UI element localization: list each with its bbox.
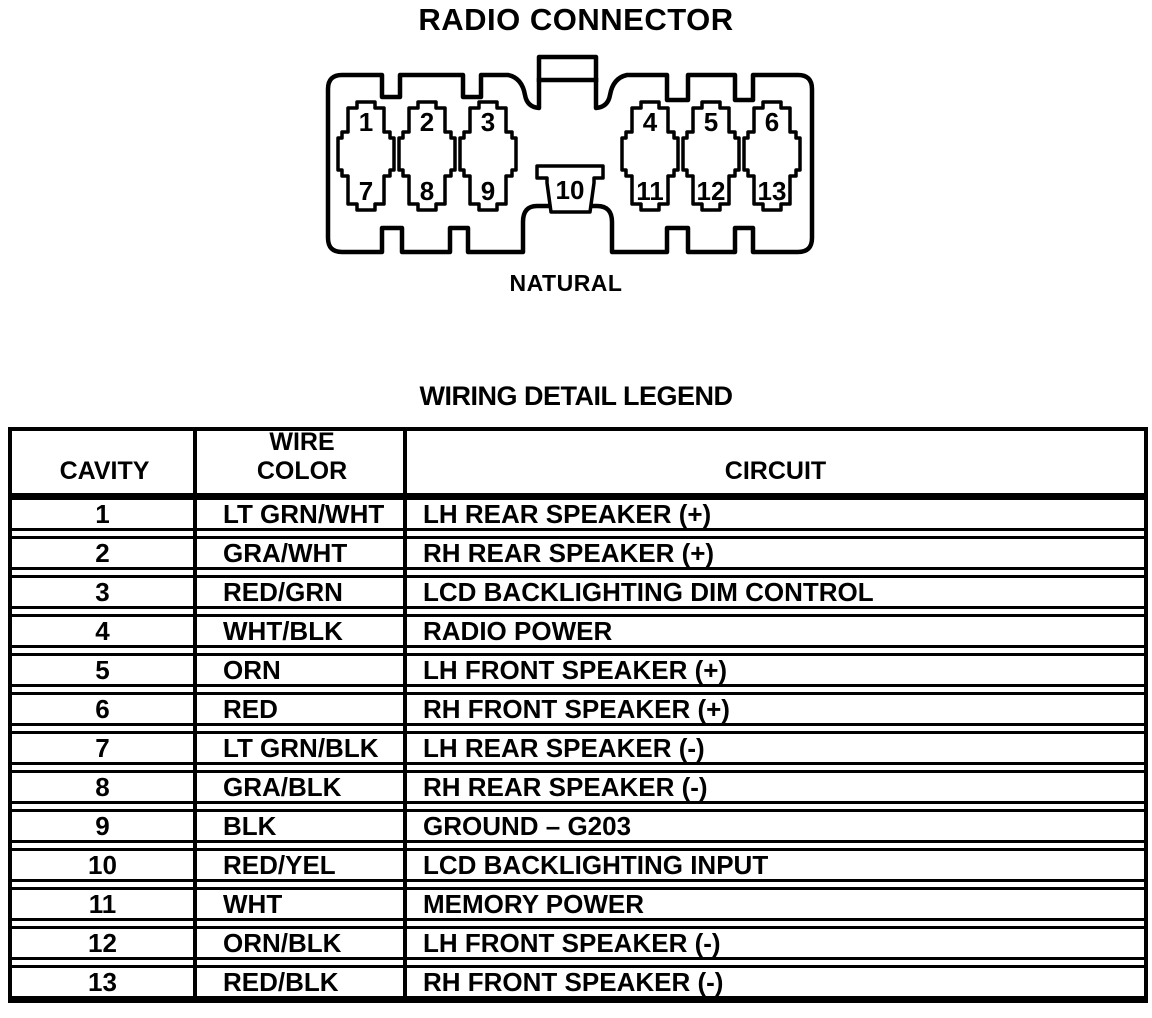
circuit-cell: LH FRONT SPEAKER (-) [423,928,721,958]
table-row: 2 GRA/WHT RH REAR SPEAKER (+) [12,536,1144,570]
wiring-legend-table: CAVITY WIRE COLOR CIRCUIT 1 LT GRN/WHT LH … [8,427,1148,1003]
pin-number-top: 6 [765,107,779,137]
table-row: 6 RED RH FRONT SPEAKER (+) [12,692,1144,726]
pin-cavity-shape [620,100,680,212]
pin-number-bottom: 7 [359,176,373,206]
wire-color-cell: ORN/BLK [223,928,342,958]
circuit-cell: MEMORY POWER [423,889,645,919]
table-row: 10 RED/YEL LCD BACKLIGHTING INPUT [12,848,1144,882]
table-header-row: CAVITY WIRE COLOR CIRCUIT [12,428,1144,497]
wire-color-cell: GRA/WHT [223,538,348,568]
circuit-cell: GROUND – G203 [423,811,632,841]
pin-cavity-shape [397,100,457,212]
cavity-cell: 7 [95,733,110,763]
header-circuit: CIRCUIT [724,457,827,485]
wire-color-cell: LT GRN/BLK [223,733,379,763]
circuit-cell: RH REAR SPEAKER (+) [423,538,715,568]
cavity-cell: 5 [95,655,110,685]
cavity-cell: 9 [95,811,110,841]
table-row: 8 GRA/BLK RH REAR SPEAKER (-) [12,770,1144,804]
wire-color-cell: RED/GRN [223,577,343,607]
wire-color-cell: WHT [223,889,283,919]
pin-number-top: 3 [481,107,495,137]
radio-connector-diagram: 10 1 7 2 8 3 9 4 11 5 12 6 13 [325,54,815,255]
table-row: 12 ORN/BLK LH FRONT SPEAKER (-) [12,926,1144,960]
wire-color-cell: BLK [223,811,277,841]
pin-number-top: 2 [420,107,434,137]
cavity-cell: 12 [88,928,117,958]
wire-color-cell: RED/YEL [223,850,336,880]
cavity-cell: 2 [95,538,110,568]
wire-color-cell: RED/BLK [223,967,339,997]
pin-number-bottom: 8 [420,176,434,206]
table-row: 4 WHT/BLK RADIO POWER [12,614,1144,648]
cavity-cell: 4 [95,616,110,646]
pin-number-bottom: 13 [758,176,787,206]
circuit-cell: RH FRONT SPEAKER (-) [423,967,724,997]
pin-number-bottom: 11 [636,176,664,206]
circuit-cell: RH REAR SPEAKER (-) [423,772,708,802]
circuit-cell: LH REAR SPEAKER (-) [423,733,705,763]
table-row: 7 LT GRN/BLK LH REAR SPEAKER (-) [12,731,1144,765]
pin-number-top: 1 [359,107,373,137]
table-body: 1 LT GRN/WHT LH REAR SPEAKER (+) 2 GRA/WHT RH… [12,497,1144,999]
wire-color-cell: GRA/BLK [223,772,342,802]
cavity-cell: 13 [88,967,117,997]
connector-housing-outline [325,54,815,255]
cavity-cell: 11 [88,889,117,919]
table-row: 9 BLK GROUND – G203 [12,809,1144,843]
circuit-cell: LCD BACKLIGHTING DIM CONTROL [423,577,874,607]
cavity-cell: 3 [95,577,110,607]
page-title: RADIO CONNECTOR [418,2,734,37]
pin-cavity-shape [681,100,741,212]
column-divider-1 [193,431,197,999]
table-row: 1 LT GRN/WHT LH REAR SPEAKER (+) [12,497,1144,531]
pin-cavity-shape [458,100,518,212]
pin-cavity-shape [742,100,802,212]
header-cavity: CAVITY [59,457,150,485]
pin-group: 1 7 2 8 3 9 4 11 5 12 6 13 [336,100,802,212]
pin-number-top: 4 [643,107,658,137]
wire-color-cell: LT GRN/WHT [223,499,385,529]
cavity-cell: 6 [95,694,110,724]
wire-color-cell: ORN [223,655,281,685]
table-row: 11 WHT MEMORY POWER [12,887,1144,921]
wire-color-cell: RED [223,694,278,724]
cavity-cell: 10 [88,850,117,880]
pin-10-slot [535,164,605,214]
connector-color-label: NATURAL [509,270,623,296]
circuit-cell: RH FRONT SPEAKER (+) [423,694,730,724]
circuit-cell: LH REAR SPEAKER (+) [423,499,712,529]
wire-color-cell: WHT/BLK [223,616,343,646]
table-row: 13 RED/BLK RH FRONT SPEAKER (-) [12,965,1144,999]
circuit-cell: RADIO POWER [423,616,613,646]
legend-title: WIRING DETAIL LEGEND [419,381,734,411]
pin-cavity-shape [336,100,396,212]
cavity-cell: 8 [95,772,110,802]
pin-number-bottom: 9 [481,176,495,206]
pin-number-top: 5 [704,107,718,137]
table-row: 3 RED/GRN LCD BACKLIGHTING DIM CONTROL [12,575,1144,609]
circuit-cell: LCD BACKLIGHTING INPUT [423,850,769,880]
table-row: 5 ORN LH FRONT SPEAKER (+) [12,653,1144,687]
cavity-cell: 1 [95,499,110,529]
pin-number-10: 10 [556,175,585,205]
circuit-cell: LH FRONT SPEAKER (+) [423,655,728,685]
header-wire-color: WIRE COLOR [256,428,348,485]
column-divider-2 [403,431,407,999]
pin-number-bottom: 12 [697,176,726,206]
